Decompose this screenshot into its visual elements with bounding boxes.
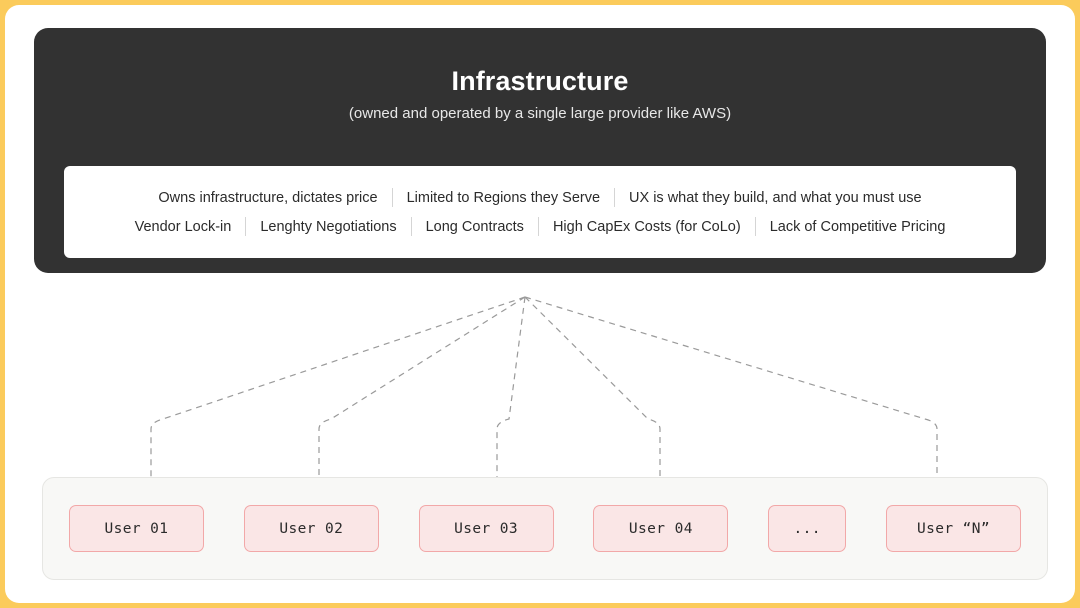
attribute-divider xyxy=(537,217,539,236)
infrastructure-attributes-panel: Owns infrastructure, dictates price Limi… xyxy=(64,166,1016,258)
infrastructure-title: Infrastructure xyxy=(451,66,629,96)
attribute-item: Owns infrastructure, dictates price xyxy=(158,189,378,206)
user-box[interactable]: User 04 xyxy=(593,505,729,552)
connector-line xyxy=(318,296,526,477)
attribute-item: Vendor Lock-in xyxy=(134,218,232,235)
attribute-item: High CapEx Costs (for CoLo) xyxy=(552,218,741,235)
user-box-label: User “N” xyxy=(916,520,990,537)
users-row: User 01 User 02 User 03 User 04... User “N” xyxy=(43,478,1047,579)
user-box-label: User 01 xyxy=(104,520,169,537)
user-box[interactable]: ... xyxy=(768,505,847,552)
attribute-item: Lack of Competitive Pricing xyxy=(769,218,946,235)
user-box-label: User 04 xyxy=(628,520,693,537)
user-box-label: User 02 xyxy=(279,520,344,537)
infrastructure-subtitle: (owned and operated by a single large pr… xyxy=(348,105,732,122)
connector-line xyxy=(524,296,661,477)
user-box[interactable]: User 03 xyxy=(418,505,554,552)
slide-canvas: Infrastructure (owned and operated by a … xyxy=(5,5,1075,603)
connector-line xyxy=(524,296,938,477)
attribute-divider xyxy=(754,217,756,236)
attribute-row-1: Owns infrastructure, dictates price Limi… xyxy=(144,188,935,207)
attribute-item: UX is what they build, and what you must… xyxy=(629,189,922,206)
attribute-divider xyxy=(410,217,412,236)
user-box[interactable]: User 02 xyxy=(243,505,379,552)
attribute-item: Limited to Regions they Serve xyxy=(406,189,601,206)
attribute-divider xyxy=(245,217,247,236)
users-container: User 01 User 02 User 03 User 04... User “N” xyxy=(42,477,1048,580)
attribute-item: Long Contracts xyxy=(425,218,524,235)
attribute-divider xyxy=(391,188,393,207)
user-box-label: ... xyxy=(793,520,821,537)
attribute-divider xyxy=(614,188,616,207)
attribute-item: Lenghty Negotiations xyxy=(260,218,397,235)
user-box-label: User 03 xyxy=(454,520,519,537)
attribute-row-2: Vendor Lock-in Lenghty Negotiations Long… xyxy=(121,217,960,236)
connector-line xyxy=(150,296,526,477)
connector-line xyxy=(496,296,526,477)
user-box[interactable]: User 01 xyxy=(69,505,204,552)
user-box[interactable]: User “N” xyxy=(885,505,1021,552)
infrastructure-panel: Infrastructure (owned and operated by a … xyxy=(34,28,1046,273)
